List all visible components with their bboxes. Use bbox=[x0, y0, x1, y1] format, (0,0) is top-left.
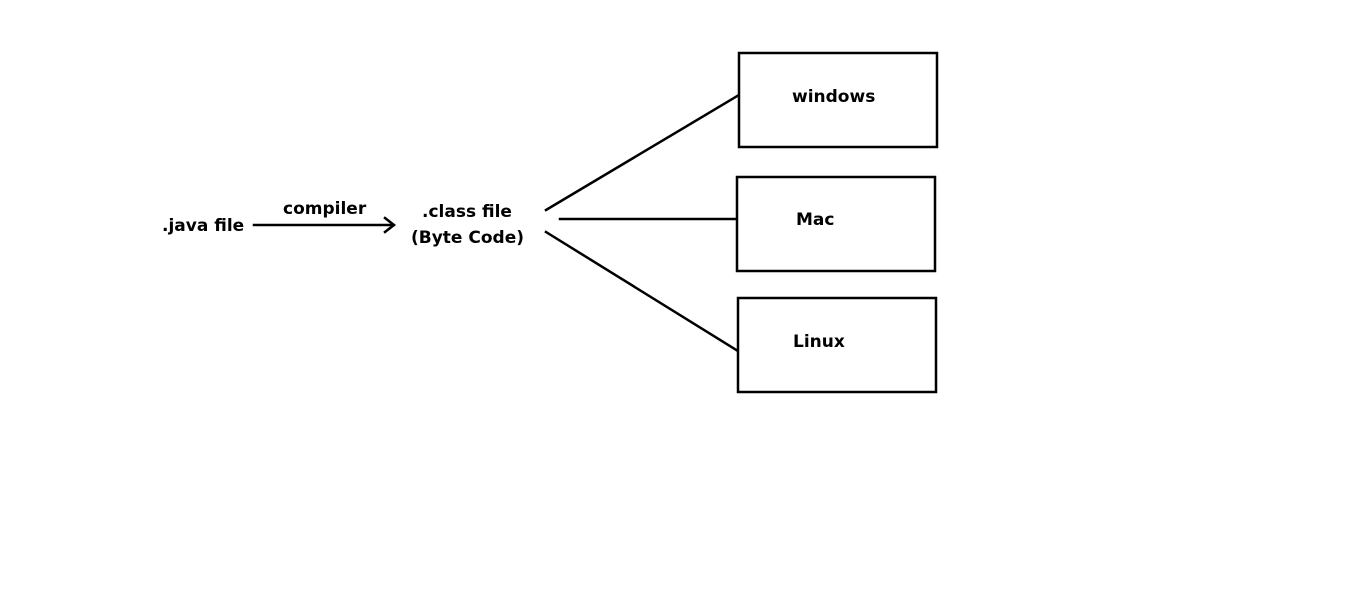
linux-label: Linux bbox=[793, 332, 845, 352]
compiler-label: compiler bbox=[283, 199, 367, 219]
mac-box bbox=[735, 175, 937, 273]
mac-label: Mac bbox=[796, 210, 834, 230]
connector-linux bbox=[544, 230, 740, 353]
compiler-arrow-head bbox=[383, 216, 397, 234]
windows-label: windows bbox=[792, 87, 875, 107]
byte-code-label: (Byte Code) bbox=[411, 228, 524, 248]
windows-box bbox=[737, 51, 939, 149]
connector-windows bbox=[544, 93, 741, 212]
linux-box bbox=[736, 296, 938, 394]
class-file-label: .class file bbox=[422, 202, 512, 222]
java-file-label: .java file bbox=[162, 216, 244, 236]
